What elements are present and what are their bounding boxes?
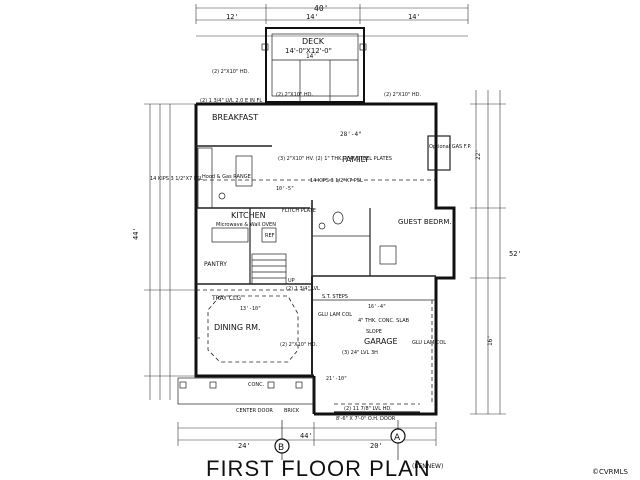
dim-breakfast: 10'-5" xyxy=(276,186,294,192)
left-dimension-lines xyxy=(144,103,196,400)
room-dining: DINING RM. xyxy=(214,323,261,332)
dim-garage-width: 16'-4" xyxy=(368,304,386,310)
dim-garage-depth: 21'-10" xyxy=(326,376,347,382)
watermark: ©CVRMLS xyxy=(592,468,628,476)
note-kips-right: 14 KIPS 3 1/2"X7 PSL xyxy=(310,178,363,184)
front-porch xyxy=(177,377,315,405)
deck-size: 14'-0"X12'-0" xyxy=(285,47,332,55)
note-beam-top: (2) 2"X10" HD. xyxy=(212,69,249,75)
dim-dining-width: 13'-10" xyxy=(240,306,261,312)
room-kitchen: KITCHEN xyxy=(231,211,266,220)
plan-title: FIRST FLOOR PLAN xyxy=(206,456,431,480)
note-lvl-front: (2) 11 7/8" LVL HD. xyxy=(344,406,392,412)
dim-top-left: 12' xyxy=(226,13,239,21)
dim-family-width: 28'-4" xyxy=(340,131,362,138)
dim-top-right: 14' xyxy=(408,13,421,21)
dim-right-a: 22' xyxy=(475,149,482,160)
marker-a: A xyxy=(394,433,401,443)
beam-lines xyxy=(196,179,436,404)
dim-bottom-left: 24' xyxy=(238,442,251,450)
steps-label: S.T. STEPS xyxy=(322,294,348,300)
note-opening: 8'-6" X 7'-0" O.H. DOOR xyxy=(336,416,396,422)
ref-label: REF xyxy=(265,233,275,239)
dim-deck-width: 14' xyxy=(306,53,317,60)
note-steel: (3) 2"X10" HV. (2) 1" THK. X 4" STEEL PL… xyxy=(278,156,392,162)
deck xyxy=(261,27,367,103)
brick-label: BRICK xyxy=(284,408,300,414)
note-glu-lam-1: GLU LAM COL xyxy=(318,312,352,318)
slope-label: SLOPE xyxy=(366,329,382,335)
note-beam-right: (2) 2"X10" HD. xyxy=(384,92,421,98)
dim-right-b: 16' xyxy=(487,335,494,346)
dim-top-mid: 14' xyxy=(306,13,319,21)
dim-right-total: 52' xyxy=(509,250,522,258)
note-lvl-garage: (3) 24" LVL 3H xyxy=(342,350,378,356)
tray-label: TRAY CLG xyxy=(211,295,241,302)
deck-label: DECK xyxy=(302,37,325,46)
bath-fixtures xyxy=(318,211,397,265)
dim-bottom-right: 20' xyxy=(370,442,383,450)
kitchen-note: Microwave & Wall OVEN xyxy=(216,222,276,228)
dim-overall-top: 40' xyxy=(314,4,328,13)
right-dimension-lines xyxy=(470,90,506,415)
section-marker-a xyxy=(390,420,406,460)
room-breakfast: BREAKFAST xyxy=(212,113,258,122)
room-pantry: PANTRY xyxy=(204,261,227,268)
marker-b: B xyxy=(278,443,284,453)
conc-label: CONC. xyxy=(248,382,265,388)
stair-up-label: UP xyxy=(288,278,295,284)
plan-title-note: (BENNEW) xyxy=(412,463,443,470)
note-glu-lam-2: GLU LAM COL xyxy=(412,340,446,346)
center-door-label: CENTER DOOR xyxy=(236,408,273,414)
dim-left-total: 44' xyxy=(132,227,140,240)
note-lvl-mid: (2) 1 3/4" LVL xyxy=(286,286,320,292)
note-flitch: FLITCH PLATE xyxy=(282,208,316,214)
fireplace-label: Optional GAS F.P. xyxy=(429,144,472,150)
room-guest: GUEST BEDRM. xyxy=(398,218,452,226)
garage-door xyxy=(334,403,420,413)
note-lvl-breakfast: (2) 1 3/4" LVL 2.0 E IN FL xyxy=(200,98,262,104)
room-family: FAMILY xyxy=(342,155,369,164)
main-walls xyxy=(194,102,456,416)
tray-ceiling xyxy=(207,295,299,363)
note-hd-mid: (2) 2"X10" HD. xyxy=(280,342,317,348)
top-dimension-lines xyxy=(195,4,469,37)
hood-label: Hood & Gas RANGE xyxy=(202,174,251,180)
note-beam-mid: (2) 2"X10" HD. xyxy=(276,92,313,98)
section-marker-b xyxy=(274,420,290,460)
fireplace xyxy=(427,135,451,171)
note-kips-left: 14 KIPS 3 1/2"X7 PSL xyxy=(150,176,203,182)
room-garage: GARAGE xyxy=(364,337,398,346)
kitchen-counters xyxy=(197,147,277,243)
stairs xyxy=(251,253,287,285)
slab-label: 4" THK. CONC. SLAB xyxy=(358,318,410,324)
dim-overall-bottom: 44' xyxy=(300,432,313,440)
